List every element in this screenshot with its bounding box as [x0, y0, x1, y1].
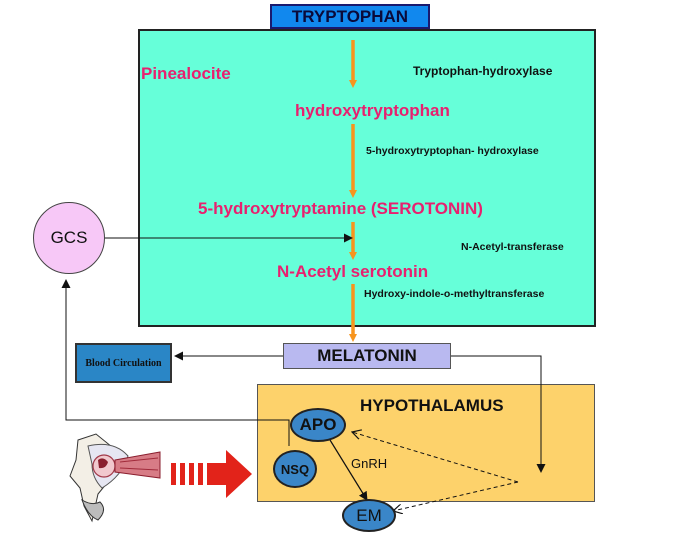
- gnrh-label: GnRH: [351, 456, 388, 471]
- nsq-label: NSQ: [280, 461, 310, 477]
- gcs-label: GCS: [50, 228, 88, 247]
- n-acetyl-serotonin-label: N-Acetyl serotonin: [277, 262, 429, 281]
- light-signal-arrow-icon: [171, 450, 252, 498]
- eye-cross-section-icon: [69, 433, 161, 523]
- melatonin-box: MELATONIN: [283, 343, 451, 369]
- em-label: EM: [356, 505, 382, 525]
- arrow-nsq-to-gcs: [61, 279, 290, 446]
- hiomt-label: Hydroxy-indole-o-methyltransferase: [364, 288, 545, 300]
- arrow-melatonin-to-hypothalamus: [451, 355, 546, 473]
- apo-node: APO: [290, 408, 346, 442]
- nsq-node: NSQ: [273, 450, 317, 488]
- tryptophan-box: TRYPTOPHAN: [270, 4, 430, 29]
- tryptophan-label: TRYPTOPHAN: [291, 6, 409, 26]
- melatonin-label: MELATONIN: [317, 346, 417, 365]
- pinealocyte-label: Pinealocite: [141, 64, 231, 83]
- em-node: EM: [342, 499, 396, 532]
- arrow-melatonin-to-apo: [352, 432, 519, 483]
- arrow-melatonin-to-em: [393, 481, 519, 511]
- hydroxytryptophan-label: hydroxytryptophan: [295, 101, 450, 120]
- hypothalamus-box: [257, 384, 595, 502]
- blood-circulation-box: Blood Circulation: [75, 343, 172, 383]
- n-acetyl-transferase-label: N-Acetyl-transferase: [461, 241, 564, 253]
- apo-label: APO: [299, 415, 337, 434]
- arrow-apo-to-em: [329, 439, 368, 501]
- hypothalamus-title: HYPOTHALAMUS: [360, 396, 504, 415]
- tryptophan-hydroxylase-label: Tryptophan-hydroxylase: [413, 64, 553, 78]
- serotonin-label: 5-hydroxytryptamine (SEROTONIN): [198, 199, 483, 218]
- blood-circulation-label: Blood Circulation: [85, 357, 162, 369]
- pinealocyte-box: [138, 29, 596, 327]
- gcs-node: GCS: [33, 202, 105, 274]
- hydroxytryptophan-hydroxylase-label: 5-hydroxytryptophan- hydroxylase: [366, 145, 539, 157]
